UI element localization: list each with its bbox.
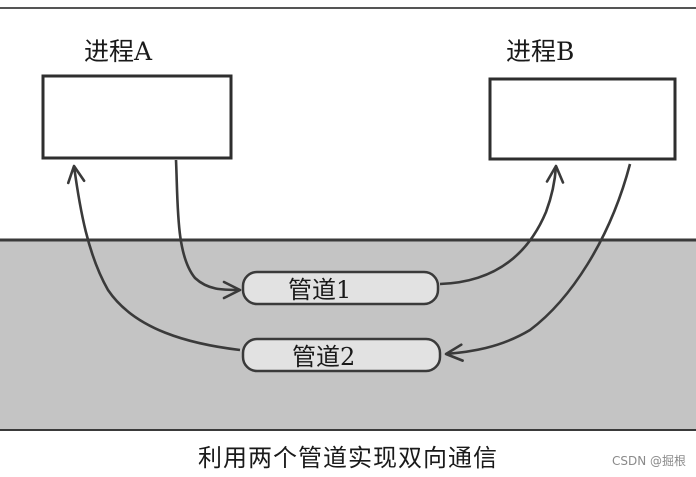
arrow-a-to-pipe-1 [174,159,242,300]
arrow-b-to-pipe-2 [444,163,632,362]
process-a-box [41,74,233,160]
shared-region [0,240,696,430]
process-b-label: 进程B [506,37,574,66]
diagram-caption: 利用两个管道实现双向通信 [198,444,498,472]
process-b-box [488,77,677,161]
arrow-pipe-2-to-a [66,164,241,352]
pipe-1-label: 管道1 [288,276,351,304]
pipe-2-label: 管道2 [292,343,355,371]
process-a-label: 进程A [84,37,153,66]
arrow-pipe-1-to-b [439,164,565,286]
watermark: CSDN @掘根 [611,454,686,468]
pipe-1-capsule [241,270,440,306]
pipe-2-capsule [241,337,442,373]
